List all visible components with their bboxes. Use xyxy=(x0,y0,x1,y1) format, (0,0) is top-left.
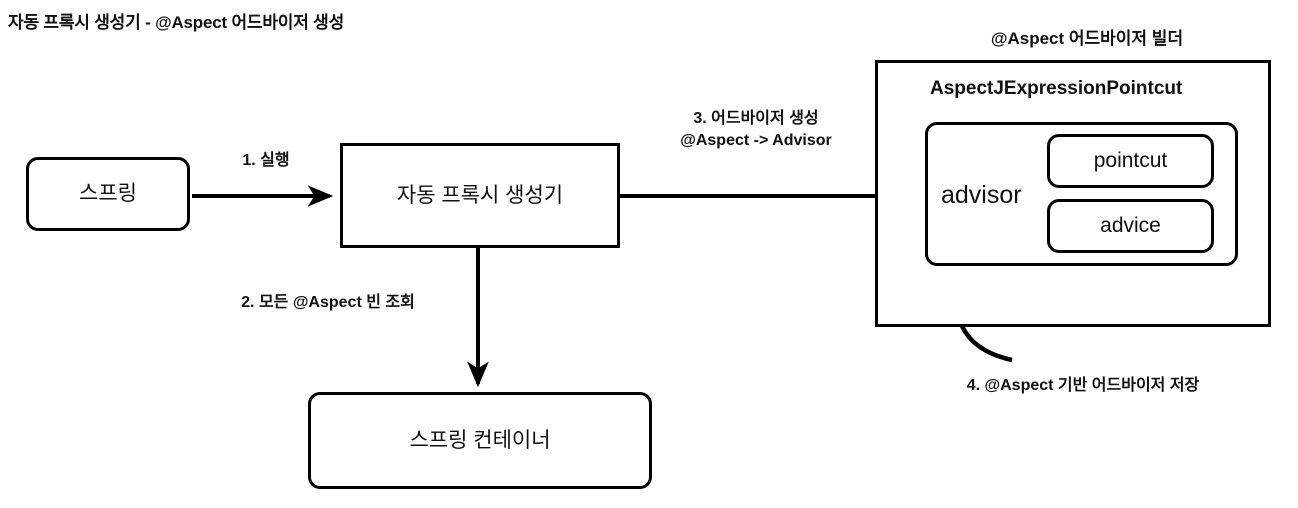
node-spring-label: 스프링 xyxy=(79,182,137,206)
pointcut-class-label: AspectJExpressionPointcut xyxy=(930,78,1183,99)
edge-label-step4: 4. @Aspect 기반 어드바이저 저장 xyxy=(966,377,1200,394)
node-spring[interactable]: 스프링 xyxy=(26,157,190,231)
builder-title: @Aspect 어드바이저 빌더 xyxy=(990,29,1184,48)
edge-label-step2: 2. 모든 @Aspect 빈 조회 xyxy=(241,294,415,311)
node-advice[interactable]: advice xyxy=(1047,199,1214,253)
edge-label-step3-line2: @Aspect -> Advisor xyxy=(680,131,832,149)
node-auto-proxy-creator-label: 자동 프록시 생성기 xyxy=(396,183,564,207)
node-pointcut-label: pointcut xyxy=(1093,149,1168,173)
edge-label-step3-line1: 3. 어드바이저 생성 xyxy=(693,110,819,127)
node-auto-proxy-creator[interactable]: 자동 프록시 생성기 xyxy=(340,143,620,248)
edge-label-step3: 3. 어드바이저 생성 @Aspect -> Advisor xyxy=(636,108,876,151)
node-pointcut[interactable]: pointcut xyxy=(1047,134,1214,188)
edge-label-step1: 1. 실행 xyxy=(242,152,290,169)
node-advisor-label: advisor xyxy=(941,181,1022,209)
node-advice-label: advice xyxy=(1100,214,1161,238)
node-spring-container[interactable]: 스프링 컨테이너 xyxy=(308,392,652,489)
page-title: 자동 프록시 생성기 - @Aspect 어드바이저 생성 xyxy=(8,13,345,32)
node-spring-container-label: 스프링 컨테이너 xyxy=(409,428,551,452)
